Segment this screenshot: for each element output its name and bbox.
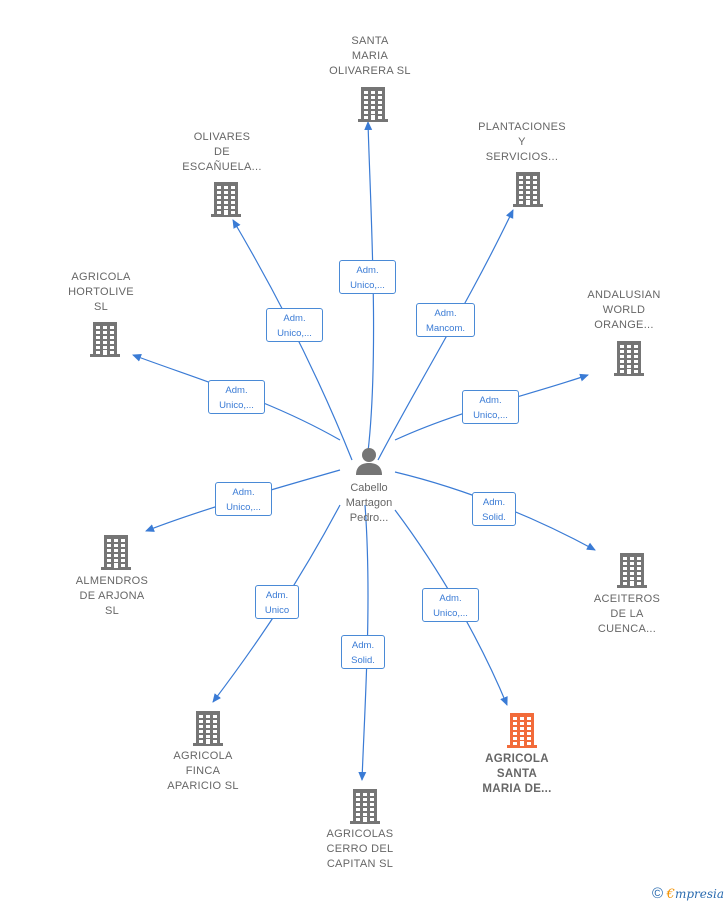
role-label-line: Adm. xyxy=(434,308,457,319)
role-label-line: Adm. xyxy=(482,497,506,508)
company-label-line: HORTOLIVE xyxy=(68,286,134,298)
role-label-line: Unico xyxy=(264,605,290,616)
role-label-line: Adm. xyxy=(283,313,306,324)
footer-brand: © €mpresia xyxy=(652,885,724,902)
role-label-plantaciones-y-servicios[interactable]: Adm. Mancom. xyxy=(416,303,475,337)
company-label-line: FINCA xyxy=(185,765,221,777)
company-label-agricola-hortolive[interactable]: AGRICOLA HORTOLIVE SL xyxy=(26,270,176,315)
company-label-line: CERRO DEL xyxy=(326,843,394,855)
role-label-line: Unico,... xyxy=(350,280,385,291)
brand-logo-e: € xyxy=(666,887,675,902)
building-icon[interactable] xyxy=(614,341,644,382)
role-label-agricola-finca-aparicio[interactable]: Adm. Unico xyxy=(255,585,299,619)
role-label-line: Unico,... xyxy=(226,502,261,513)
role-label-santa-maria-olivarera[interactable]: Adm. Unico,... xyxy=(339,260,396,294)
role-label-agricolas-cerro-del-capitan[interactable]: Adm. Solid. xyxy=(341,635,385,669)
role-label-line: Adm. xyxy=(351,640,375,651)
building-icon[interactable] xyxy=(90,322,120,363)
company-label-line: SERVICIOS... xyxy=(485,151,559,163)
role-label-almendros-de-arjona[interactable]: Adm. Unico,... xyxy=(215,482,272,516)
role-label-line: Adm. xyxy=(225,385,248,396)
person-name-line: Pedro... xyxy=(349,512,389,524)
person-name-line: Martagon xyxy=(345,497,393,509)
role-label-line: Solid. xyxy=(482,512,506,523)
company-label-line: SL xyxy=(93,301,109,313)
company-label-line: Y xyxy=(518,136,526,148)
company-label-line: ACEITEROS xyxy=(593,593,661,605)
role-label-line: Unico,... xyxy=(219,400,254,411)
company-label-line: DE ARJONA xyxy=(79,590,145,602)
role-label-agricola-hortolive[interactable]: Adm. Unico,... xyxy=(208,380,265,414)
role-label-line: Unico,... xyxy=(277,328,312,339)
building-icon[interactable] xyxy=(101,535,131,576)
role-label-olivares-de-escanuela[interactable]: Adm. Unico,... xyxy=(266,308,323,342)
company-label-line: APARICIO SL xyxy=(167,780,239,792)
company-label-line: SANTA xyxy=(351,35,389,47)
role-label-line: Solid. xyxy=(351,655,375,666)
brand-logo-text: mpresia xyxy=(674,887,724,901)
company-label-line: OLIVARES xyxy=(193,131,251,143)
company-label-line: ALMENDROS xyxy=(75,575,149,587)
company-label-line: ESCAÑUELA... xyxy=(182,161,262,173)
company-label-agricolas-cerro-del-capitan[interactable]: AGRICOLAS CERRO DEL CAPITAN SL xyxy=(285,827,435,872)
company-label-line: SL xyxy=(104,605,120,617)
role-label-line: Mancom. xyxy=(425,323,466,334)
role-label-line: Adm. xyxy=(356,265,379,276)
role-label-aceiteros-de-la-cuenca[interactable]: Adm. Solid. xyxy=(472,492,516,526)
company-label-aceiteros-de-la-cuenca[interactable]: ACEITEROS DE LA CUENCA... xyxy=(552,592,702,637)
role-label-line: Unico,... xyxy=(473,410,508,421)
company-label-line: MARIA xyxy=(351,50,389,62)
company-label-line: ANDALUSIAN xyxy=(587,289,661,301)
building-icon[interactable] xyxy=(193,711,223,752)
edge-plantaciones-y-servicios xyxy=(377,209,514,461)
role-label-line: Adm. xyxy=(232,487,255,498)
building-icon[interactable] xyxy=(507,713,537,754)
company-label-agricola-santa-maria[interactable]: AGRICOLA SANTA MARIA DE... xyxy=(442,752,592,797)
role-label-line: Adm. xyxy=(479,395,502,406)
role-label-andalusian-world-orange[interactable]: Adm. Unico,... xyxy=(462,390,519,424)
person-node[interactable] xyxy=(354,446,384,476)
copyright-icon: © xyxy=(651,885,664,902)
building-icon[interactable] xyxy=(513,172,543,213)
building-icon[interactable] xyxy=(211,182,241,223)
role-label-line: Adm. xyxy=(265,590,289,601)
role-label-line: Adm. xyxy=(439,593,462,604)
company-label-line: CUENCA... xyxy=(597,623,657,635)
company-label-line: OLIVARERA SL xyxy=(329,65,411,77)
company-label-line: MARIA DE... xyxy=(482,783,552,795)
company-label-agricola-finca-aparicio[interactable]: AGRICOLA FINCA APARICIO SL xyxy=(128,749,278,794)
company-label-line: SANTA xyxy=(496,768,538,780)
person-icon xyxy=(356,448,382,475)
company-label-santa-maria-olivarera[interactable]: SANTA MARIA OLIVARERA SL xyxy=(295,34,445,79)
company-label-line: DE xyxy=(214,146,230,158)
person-name[interactable]: Cabello Martagon Pedro... xyxy=(309,481,429,526)
company-label-line: AGRICOLA xyxy=(485,753,549,765)
company-label-line: WORLD xyxy=(602,304,646,316)
person-name-line: Cabello xyxy=(350,482,388,494)
building-icon[interactable] xyxy=(350,789,380,830)
role-label-line: Unico,... xyxy=(433,608,468,619)
company-label-almendros-de-arjona[interactable]: ALMENDROS DE ARJONA SL xyxy=(37,574,187,619)
company-label-olivares-de-escanuela[interactable]: OLIVARES DE ESCAÑUELA... xyxy=(147,130,297,175)
company-label-plantaciones-y-servicios[interactable]: PLANTACIONES Y SERVICIOS... xyxy=(447,120,597,165)
company-label-line: AGRICOLAS xyxy=(326,828,394,840)
role-label-agricola-santa-maria[interactable]: Adm. Unico,... xyxy=(422,588,479,622)
company-label-line: CAPITAN SL xyxy=(326,858,394,870)
company-label-andalusian-world-orange[interactable]: ANDALUSIAN WORLD ORANGE... xyxy=(549,288,699,333)
company-label-line: DE LA xyxy=(610,608,644,620)
company-label-line: PLANTACIONES xyxy=(478,121,566,133)
company-label-line: ORANGE... xyxy=(594,319,654,331)
company-label-line: AGRICOLA xyxy=(71,271,131,283)
building-icon[interactable] xyxy=(358,87,388,128)
building-icon[interactable] xyxy=(617,553,647,594)
company-label-line: AGRICOLA xyxy=(173,750,233,762)
